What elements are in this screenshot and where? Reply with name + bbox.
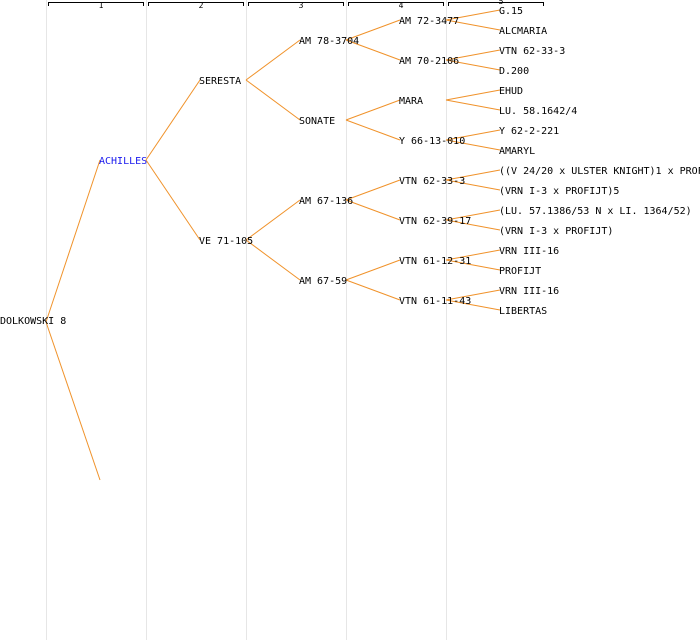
connector-line [445,139,501,151]
connector-line [445,179,501,191]
connector-line [345,199,401,221]
connector-line [245,199,301,241]
node-g4-6[interactable]: VTN 62-39-17 [399,216,472,227]
connector-line [445,299,501,311]
node-g4-7[interactable]: VTN 61-12-31 [399,256,472,267]
connector-line [345,259,401,281]
connector-line [45,321,101,481]
node-g4-1[interactable]: AM 72-3477 [399,16,460,27]
node-sire-dam[interactable]: VE 71-105 [199,236,254,247]
connector-line [345,39,401,61]
generation-label-3: 3 [298,1,304,10]
connector-line [345,99,401,121]
node-sire-sire[interactable]: SERESTA [199,76,242,87]
node-g5-10[interactable]: (VRN I-3 x PROFIJT)5 [499,186,620,197]
connector-line [445,249,501,261]
connector-line [245,39,301,81]
generation-bracket [348,2,444,6]
generation-label-4: 4 [398,1,404,10]
generation-divider [146,0,147,640]
node-g5-6[interactable]: LU. 58.1642/4 [499,106,578,117]
node-g5-8[interactable]: AMARYL [499,146,536,157]
connector-line [245,79,301,121]
connector-line [445,289,501,301]
generation-divider [346,0,347,640]
generation-label-5: 5 [498,0,504,6]
connector-line [445,89,501,101]
node-g5-15[interactable]: VRN III-16 [499,286,560,297]
connector-line [345,119,401,141]
connector-line [145,79,201,161]
node-g5-7[interactable]: Y 62-2-221 [499,126,560,137]
node-g5-3[interactable]: VTN 62-33-3 [499,46,566,57]
connector-line [145,159,201,241]
connector-line [445,259,501,271]
node-g5-14[interactable]: PROFIJT [499,266,542,277]
connector-line [345,19,401,41]
connector-line [345,179,401,201]
node-g5-5[interactable]: EHUD [499,86,524,97]
connector-line [345,279,401,301]
connector-line [445,209,501,221]
generation-label-2: 2 [198,1,204,10]
node-g4-8[interactable]: VTN 61-11-43 [399,296,472,307]
generation-bracket [48,2,144,6]
generation-divider [446,0,447,640]
connector-line [245,239,301,281]
connector-line [445,49,501,61]
generation-bracket [148,2,244,6]
node-g3-1[interactable]: AM 78-3704 [299,36,360,47]
generation-divider [246,0,247,640]
generation-bracket [448,2,544,6]
connector-line [445,9,501,21]
node-g5-4[interactable]: D.200 [499,66,530,77]
connector-line [45,159,101,323]
connector-line [445,169,501,181]
node-g5-16[interactable]: LIBERTAS [499,306,548,317]
connector-line [445,19,501,31]
node-g3-4[interactable]: AM 67-59 [299,276,348,287]
connector-line [445,99,501,111]
node-root[interactable]: DOLKOWSKI 8 [0,316,67,327]
node-g4-2[interactable]: AM 70-2106 [399,56,460,67]
node-g4-3[interactable]: MARA [399,96,424,107]
node-g5-1[interactable]: G.15 [499,6,524,17]
connector-line [445,129,501,141]
node-g5-13[interactable]: VRN III-16 [499,246,560,257]
node-g4-4[interactable]: Y 66-13-010 [399,136,466,147]
generation-label-1: 1 [98,1,104,10]
connector-line [445,219,501,231]
node-g4-5[interactable]: VTN 62-33-3 [399,176,466,187]
node-g5-9[interactable]: ((V 24/20 x ULSTER KNIGHT)1 x PROFIJT) [499,166,700,177]
node-g3-3[interactable]: AM 67-136 [299,196,354,207]
node-g3-2[interactable]: SONATE [299,116,336,127]
node-g5-11[interactable]: (LU. 57.1386/53 N x LI. 1364/52) [499,206,692,217]
generation-bracket [248,2,344,6]
node-g5-12[interactable]: (VRN I-3 x PROFIJT) [499,226,614,237]
node-sire[interactable]: ACHILLES [99,156,148,167]
connector-line [445,59,501,71]
node-g5-2[interactable]: ALCMARIA [499,26,548,37]
